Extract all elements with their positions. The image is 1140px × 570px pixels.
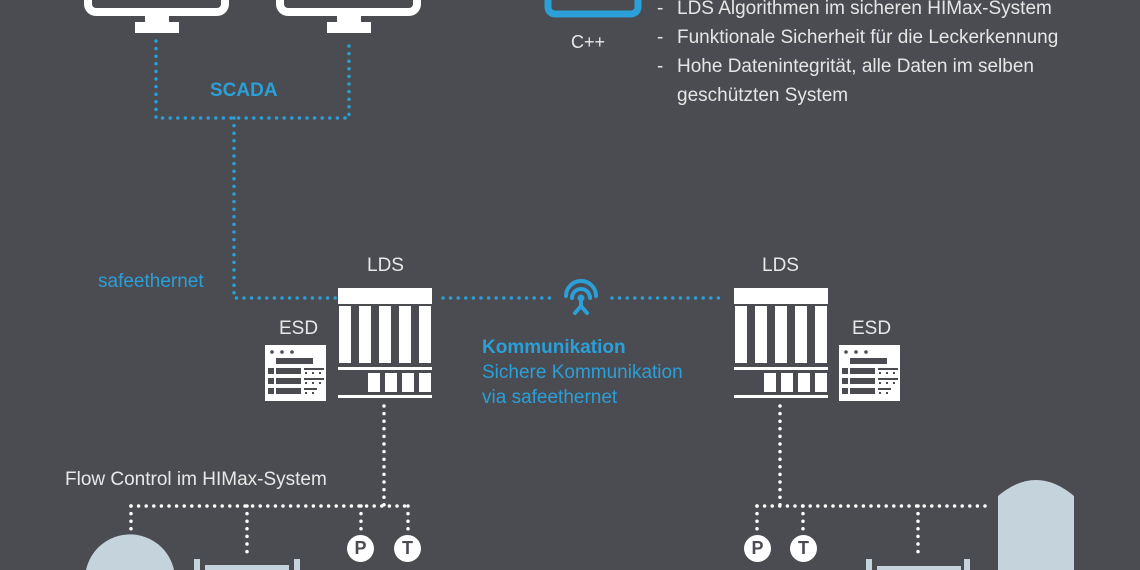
safeethernet-label: safeethernet (98, 271, 204, 292)
field-bus-lines (129, 404, 990, 560)
temperature-sensor-icon: T (790, 535, 817, 562)
communication-title: Kommunikation (482, 337, 626, 358)
code-screen-icon (544, 0, 642, 18)
tank-icon (86, 534, 174, 570)
cpp-label: C++ (571, 32, 606, 52)
lds-controller-icon (338, 288, 432, 398)
feature-item: -LDS Algorithmen im sicheren HIMax-Syste… (657, 0, 1052, 19)
monitor-icon (84, 0, 229, 33)
feature-item: -Hohe Datenintegrität, alle Daten im sel… (657, 56, 1034, 106)
vessel-icon (866, 559, 970, 570)
feature-list: -LDS Algorithmen im sicheren HIMax-Syste… (657, 0, 1117, 110)
temperature-sensor-icon: T (394, 535, 421, 562)
antenna-icon (564, 279, 598, 315)
tank-icon (998, 480, 1074, 570)
communication-info: Kommunikation Sichere Kommunikation via … (482, 335, 683, 410)
esd-label-left: ESD (279, 318, 319, 339)
esd-panel-icon (265, 345, 326, 401)
safeethernet-network-lines (154, 39, 724, 300)
lds-label-left: LDS (367, 255, 404, 276)
esd-panel-icon (839, 345, 900, 401)
pressure-sensor-icon: P (347, 535, 374, 562)
sensor-letter: P (354, 538, 367, 558)
pressure-sensor-icon: P (744, 535, 771, 562)
esd-label-right: ESD (852, 318, 892, 339)
vessel-icon (194, 559, 300, 570)
sensor-letter: T (798, 538, 809, 558)
lds-controller-icon (734, 288, 828, 398)
scada-label: SCADA (210, 80, 278, 101)
sensor-letter: P (751, 538, 764, 558)
communication-line1: Sichere Kommunikation (482, 362, 683, 383)
monitor-icon (276, 0, 421, 33)
flow-control-label: Flow Control im HIMax-System (65, 469, 327, 490)
lds-label-right: LDS (762, 255, 799, 276)
sensor-letter: T (402, 538, 413, 558)
communication-line2: via safeethernet (482, 387, 618, 408)
feature-item: -Funktionale Sicherheit für die Leckerke… (657, 27, 1059, 48)
